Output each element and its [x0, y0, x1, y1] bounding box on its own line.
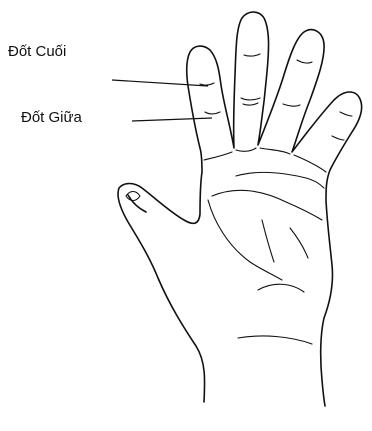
palm-line-heart: [236, 172, 324, 188]
palm-mound-line: [258, 284, 304, 292]
little-finger-base: [294, 155, 326, 172]
middle-crease-mid: [241, 98, 260, 100]
little-crease-distal: [340, 112, 352, 116]
ring-finger-base: [260, 148, 290, 154]
middle-crease-distal: [244, 54, 260, 56]
index-finger-base: [204, 152, 232, 160]
distal-leader-line: [112, 80, 208, 86]
little-crease-mid: [332, 136, 344, 140]
middle-leader-line: [132, 118, 212, 121]
ring-crease-mid: [283, 104, 300, 106]
palm-line-minor: [290, 228, 308, 258]
middle-crease-low: [243, 103, 258, 105]
hand-outline: [118, 12, 362, 406]
index-crease-distal: [200, 83, 214, 85]
middle-finger-base: [236, 148, 256, 151]
label-distal-phalanx: Đốt Cuối: [8, 43, 66, 61]
label-middle-phalanx: Đốt Giữa: [21, 109, 82, 127]
palm-line-head: [212, 190, 322, 220]
ring-crease-distal: [297, 60, 312, 63]
wrist-crease: [238, 336, 312, 344]
index-crease-middle: [205, 112, 220, 114]
palm-line-life: [208, 200, 282, 280]
thumb-inner-edge: [128, 195, 146, 212]
palm-line-fate: [262, 220, 274, 262]
